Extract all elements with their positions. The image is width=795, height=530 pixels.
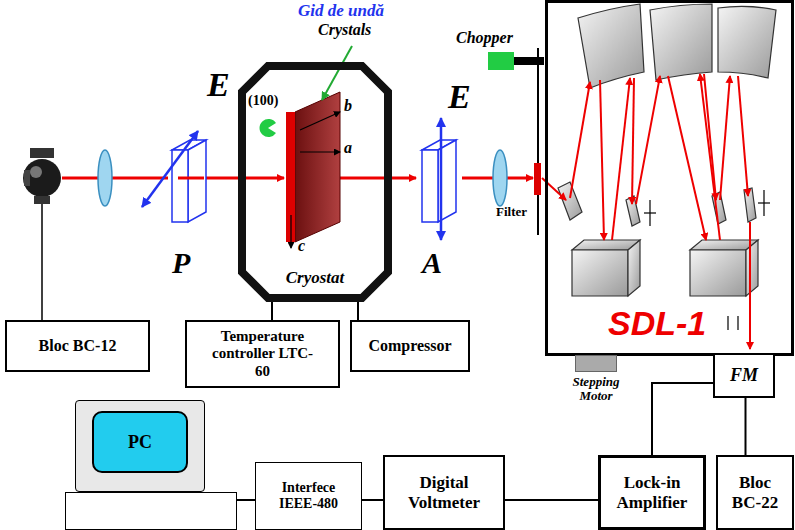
illustration-part: [24, 170, 30, 186]
bloc-box: Bloc BC-12: [5, 320, 150, 372]
waveguide-label: Gid de undă: [298, 2, 384, 19]
illustration-part: [600, 80, 604, 240]
polarizer-label: P: [172, 248, 190, 278]
wire-connector: [271, 302, 273, 320]
monitor-screen: PC: [92, 411, 188, 473]
node-text: SDL-1: [608, 304, 706, 343]
illustration-part: [440, 118, 443, 240]
field-vector: E: [448, 80, 471, 114]
axis-label: a: [344, 140, 352, 156]
node-text: Temperature controller LTC-60: [205, 328, 320, 380]
controller-box: Temperature controller LTC-60: [185, 320, 340, 388]
illustration-part: [300, 151, 340, 152]
illustration-part: [30, 166, 42, 178]
illustration-part: [98, 150, 112, 206]
illustration-part: [558, 4, 776, 296]
illustration-part: [738, 76, 748, 196]
illustration-part: [34, 196, 50, 204]
illustration-part: [488, 52, 514, 70]
monitor: PC: [75, 400, 205, 492]
illustration-part: [260, 119, 276, 137]
illustration-part: [578, 4, 644, 88]
illustration-part: [650, 4, 712, 80]
compressor-box: Compressor: [350, 320, 470, 372]
illustration-part: [636, 76, 660, 204]
illustration-part: [749, 222, 751, 349]
illustration-part: [737, 316, 738, 330]
lockin-box: Lock-in Amplifier: [598, 455, 706, 530]
illustration-part: [570, 82, 590, 198]
illustration-part: [718, 6, 776, 78]
wire-connector: [237, 499, 255, 501]
axis-label: b: [344, 98, 352, 114]
illustration-part: [178, 177, 204, 180]
crystal-plane: (100): [248, 94, 278, 108]
cryostat-wall: [242, 66, 388, 298]
field-vector: E: [207, 68, 230, 102]
analyzer-label: A: [422, 248, 442, 278]
bloc-box: Bloc BC-22: [716, 455, 794, 530]
illustration-part: [558, 182, 582, 220]
illustration-part: [30, 148, 54, 158]
illustration-part: [514, 57, 544, 65]
node-text: PC: [128, 432, 152, 453]
node-text: Interfece IEEE-480: [269, 480, 349, 512]
illustration-part: [704, 74, 716, 200]
fm-box: FM: [713, 353, 775, 398]
node-text: FM: [730, 365, 758, 386]
wire-connector: [652, 383, 713, 455]
illustration-part: [632, 78, 634, 204]
illustration-part: [23, 159, 61, 197]
illustration-part: [142, 131, 198, 207]
node-text: Bloc BC-12: [39, 337, 117, 355]
illustration-part: [537, 48, 539, 235]
interface-box: Interfece IEEE-480: [255, 462, 362, 530]
filter-label: Filter: [496, 205, 527, 218]
crystal-label: Crystals: [318, 22, 371, 38]
node-text: Digital Voltmeter: [399, 473, 489, 512]
illustration-part: [700, 74, 720, 240]
illustration-part: [534, 163, 541, 195]
illustration-part: [300, 112, 340, 130]
illustration-part: [727, 316, 728, 330]
node-text: Compressor: [368, 337, 451, 355]
illustration-part: [172, 150, 188, 222]
illustration-part: [542, 74, 750, 349]
illustration-part: [340, 177, 416, 180]
wire-connector: [362, 499, 383, 501]
illustration-part: [690, 250, 746, 296]
illustration-part: [746, 240, 758, 296]
illustration-part: [644, 212, 656, 213]
illustration-part: [668, 76, 706, 240]
illustration-part: [744, 188, 756, 222]
stepping-motor: Stepping Motor: [575, 355, 617, 372]
illustration-part: [572, 250, 628, 296]
illustration-part: [322, 46, 352, 100]
computer-case: [65, 492, 237, 530]
illustration-part: [628, 240, 640, 296]
illustration-part: [290, 215, 291, 248]
pc-computer: PC: [65, 400, 237, 530]
node-text: Stepping Motor: [556, 375, 636, 404]
illustration-part: [758, 202, 770, 203]
illustration-part: [612, 78, 630, 240]
illustration-part: [41, 200, 43, 320]
node-text: Bloc BC-22: [725, 473, 785, 512]
monochromator-box: SDL-1: [545, 0, 794, 356]
illustration-part: [188, 140, 206, 222]
voltmeter-box: Digital Voltmeter: [383, 455, 505, 530]
axis-label: c: [298, 238, 305, 254]
wire-connector: [357, 302, 359, 320]
wire-connector: [745, 398, 747, 455]
illustration-part: [422, 150, 438, 222]
node-text: Cryostat: [286, 268, 345, 288]
illustration-part: [62, 177, 168, 180]
node-text: Lock-in Amplifier: [610, 473, 695, 512]
illustration-part: [720, 76, 730, 200]
illustration-part: [493, 150, 507, 206]
wire-connector: [505, 499, 598, 501]
chopper-label: Chopper: [456, 30, 513, 46]
illustration-part: [295, 92, 340, 242]
